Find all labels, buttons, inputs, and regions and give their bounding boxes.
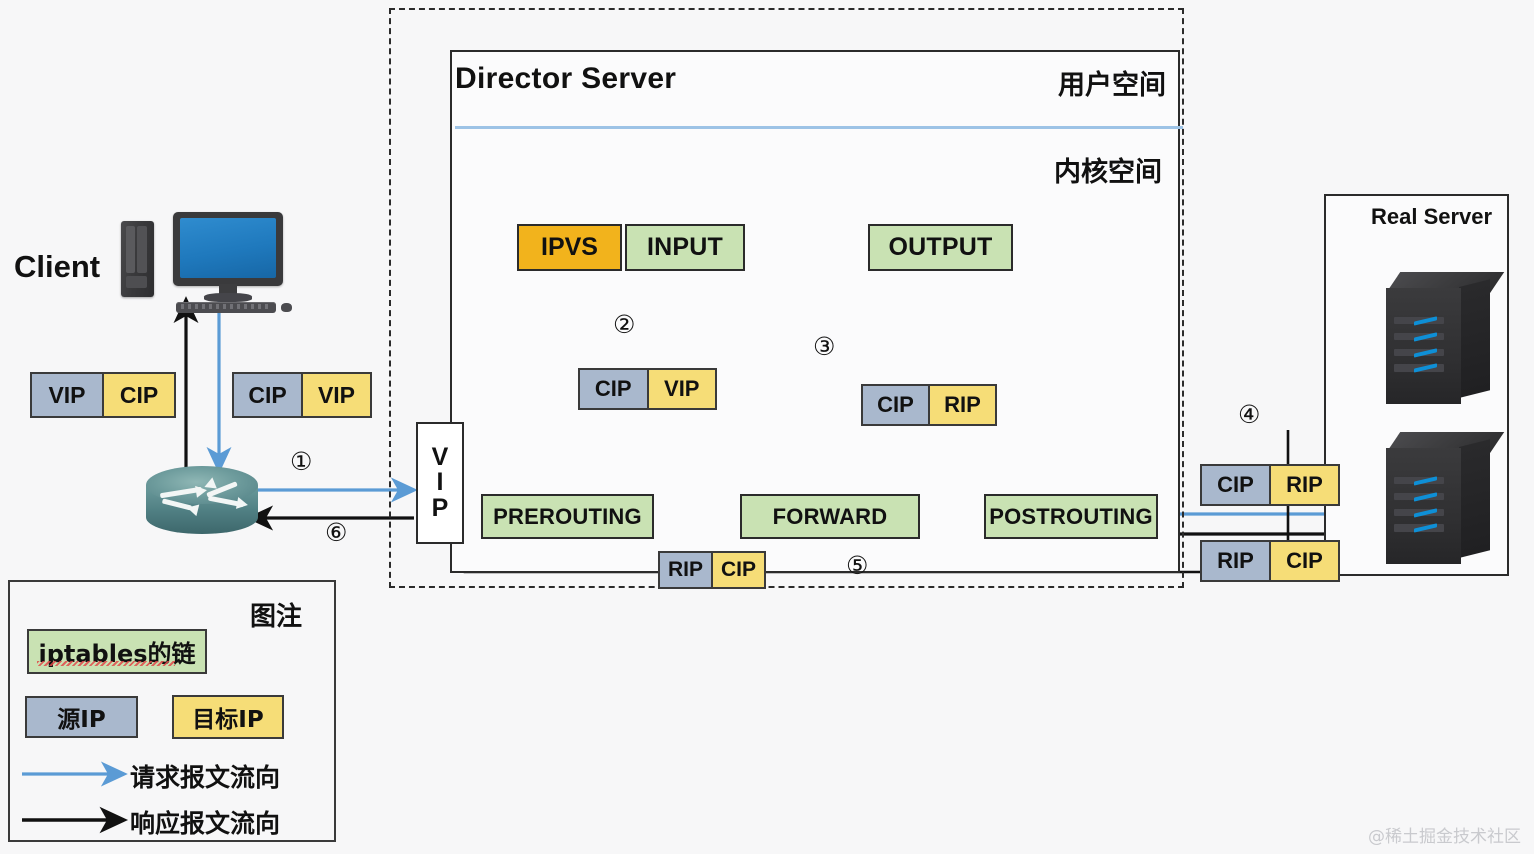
director-server-frame [450,50,1180,573]
vip-letter-i: I [436,468,444,497]
vip-letter-p: P [431,493,449,522]
client-computer-icon [118,212,292,313]
packet-from-realserver: RIP CIP [1200,540,1340,582]
packet-dst-label: RIP [1269,466,1338,504]
chain-output-box: OUTPUT [868,224,1013,271]
legend-title: 图注 [250,602,303,632]
space-divider-line [455,126,1183,129]
chain-prerouting-box: PREROUTING [481,494,654,539]
router-icon [146,466,258,534]
packet-to-realserver: CIP RIP [1200,464,1340,506]
watermark: @稀土掘金技术社区 [1368,827,1521,847]
kernel-space-label: 内核空间 [1054,157,1162,188]
packet-return-path: RIP CIP [658,551,766,589]
legend-dst-ip-label: 目标IP [192,707,264,733]
chain-forward-box: FORWARD [740,494,920,539]
step-5-marker: ⑤ [846,551,869,580]
legend-dst-ip-swatch: 目标IP [172,695,284,739]
packet-src-label: RIP [660,553,711,587]
packet-src-label: VIP [32,374,102,416]
client-title: Client [14,249,101,284]
packet-input-to-postrouting: CIP RIP [861,384,997,426]
packet-dst-label: CIP [711,553,764,587]
packet-prerouting-to-input: CIP VIP [578,368,717,410]
packet-dst-label: CIP [1269,542,1338,580]
legend-request-flow-label: 请求报文流向 [130,763,281,792]
packet-client-response: VIP CIP [30,372,176,418]
packet-dst-label: RIP [928,386,995,424]
packet-dst-label: CIP [102,374,174,416]
packet-src-label: CIP [863,386,928,424]
step-6-marker: ⑥ [325,518,348,547]
real-server-node-1-icon [1386,272,1505,404]
legend-src-ip-swatch: 源IP [25,696,138,738]
legend-chain-swatch: iptables的链 [27,629,207,674]
chain-input-box: INPUT [625,224,745,271]
vip-interface-box: V I P [416,422,464,544]
legend-arrows [22,761,129,834]
packet-dst-label: VIP [646,370,715,408]
user-space-label: 用户空间 [1058,70,1166,101]
director-server-title: Director Server [455,62,677,95]
vip-letter-v: V [431,442,449,471]
step-4-marker: ④ [1238,400,1261,429]
legend-src-ip-label: 源IP [57,707,106,733]
packet-src-label: CIP [1202,466,1269,504]
packet-client-request: CIP VIP [232,372,372,418]
step-3-marker: ③ [813,332,836,361]
step-2-marker: ② [613,310,636,339]
ipvs-module-box: IPVS [517,224,622,271]
packet-src-label: RIP [1202,542,1269,580]
packet-src-label: CIP [580,370,647,408]
network-boundary-dashed [389,8,1184,588]
spellcheck-squiggle [37,661,175,666]
packet-dst-label: VIP [301,374,370,416]
real-server-node-2-icon [1386,432,1505,564]
step-1-marker: ① [290,447,313,476]
chain-postrouting-box: POSTROUTING [984,494,1158,539]
legend-response-flow-label: 响应报文流向 [130,809,281,838]
real-server-title: Real Server [1371,204,1493,229]
packet-src-label: CIP [234,374,301,416]
